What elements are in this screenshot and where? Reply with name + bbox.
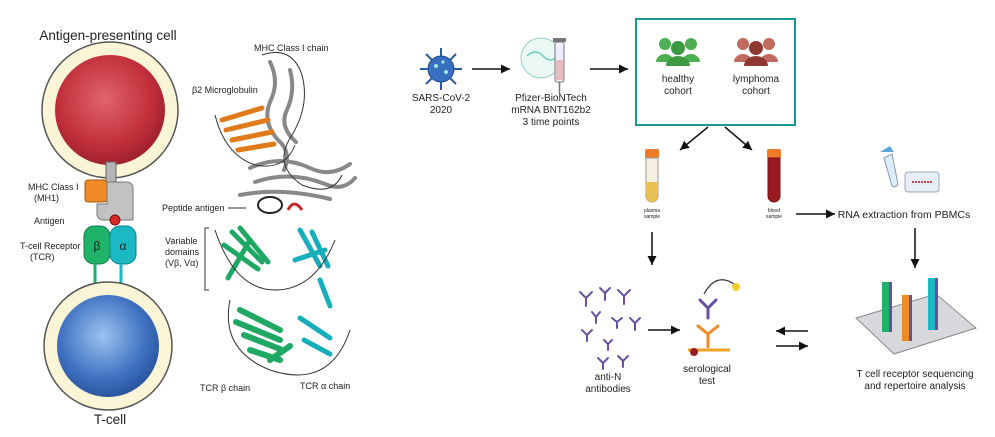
- mhc-label-2: (MH1): [34, 193, 59, 203]
- vaccine-label-3: 3 time points: [523, 117, 580, 128]
- variable-label-2: domains: [165, 247, 200, 257]
- apc-nucleus: [55, 55, 165, 165]
- vaccine-label-1: Pfizer-BioNTech: [515, 93, 587, 104]
- anti-n-label-1: anti-N: [595, 372, 622, 383]
- cohort-box: [635, 18, 796, 126]
- tcr-beta-variable-ribbon: [221, 225, 271, 281]
- b2m-loop: [214, 114, 296, 167]
- plasma-label-2: sample: [644, 214, 660, 220]
- healthy-label-1: healthy: [662, 74, 694, 85]
- serological-test-icon: [688, 279, 740, 356]
- mhc-b2m-domain: [84, 179, 108, 203]
- antigen-label: Antigen: [34, 216, 65, 226]
- tcr-alpha-chain-label: TCR α chain: [300, 381, 350, 391]
- tcr-seq-label-1: T cell receptor sequencing: [856, 369, 973, 380]
- healthy-group-icon: [656, 38, 700, 66]
- tcr-seq-label-2: and repertoire analysis: [864, 381, 965, 392]
- peptide-label: Peptide antigen: [162, 203, 225, 213]
- tcr-beta-constant-ribbon: [233, 307, 293, 363]
- b2m-label: β2 Microglobulin: [192, 85, 258, 95]
- sequencing-slide-icon: [855, 278, 978, 355]
- tcr-loop: [214, 229, 336, 291]
- apc-title: Antigen-presenting cell: [39, 28, 176, 43]
- plasma-label-1: plasma: [644, 208, 660, 214]
- mhc-chain-ribbon: [238, 60, 357, 201]
- lymphoma-label-1: lymphoma: [733, 74, 780, 85]
- arrow-to-blood: [724, 126, 753, 151]
- tcr-alpha-variable-ribbon: [292, 227, 333, 309]
- lymphoma-group-icon: [734, 38, 778, 66]
- antigen-peptide: [109, 214, 121, 226]
- tcell-nucleus: [57, 295, 159, 397]
- peptide-red-segment: [286, 202, 304, 211]
- serological-label-2: test: [699, 376, 715, 387]
- tcr-label-2: (TCR): [30, 252, 55, 262]
- blood-tube-icon: [767, 149, 781, 203]
- lymphoma-label-2: cohort: [742, 86, 770, 97]
- serological-label-1: serological: [683, 364, 731, 375]
- mhc-loop: [261, 52, 343, 190]
- apc-cell-diagram: Antigen-presenting cell β α T-cell MHC C…: [20, 28, 179, 427]
- antibody-cluster-icon: [579, 287, 641, 370]
- protein-structure: MHC Class I chain β2 Microglobulin Pepti…: [162, 43, 357, 393]
- tcr-constant-loop: [227, 299, 351, 376]
- tcr-label-1: T-cell Receptor: [20, 241, 81, 251]
- peptide-coil: [257, 196, 283, 214]
- vaccine-label-2: mRNA BNT162b2: [511, 105, 591, 116]
- workflow: SARS-CoV-2 2020 Pfizer-BioNTech mRNA BNT…: [412, 18, 978, 395]
- mhc-label-1: MHC Class I: [28, 182, 79, 192]
- virus-icon: [420, 48, 462, 90]
- variable-label-3: (Vβ, Vα): [165, 258, 198, 268]
- eppendorf-tube-icon: [880, 146, 940, 193]
- healthy-label-2: cohort: [664, 86, 692, 97]
- anti-n-label-2: antibodies: [585, 384, 631, 395]
- mhc-heavy-chain: [96, 181, 134, 221]
- variable-domain-bracket: [204, 227, 209, 291]
- virus-label-1: SARS-CoV-2: [412, 93, 471, 104]
- mhc-chain-label: MHC Class I chain: [254, 43, 329, 53]
- tcell-title: T-cell: [94, 412, 126, 427]
- rna-label: RNA extraction from PBMCs: [838, 209, 970, 221]
- blood-label-2: sample: [766, 214, 782, 220]
- plasma-tube-icon: [645, 149, 659, 203]
- b2m-ribbon: [219, 105, 277, 153]
- blood-label-1: blood: [768, 208, 780, 214]
- alpha-symbol: α: [120, 239, 127, 253]
- tcr-alpha: [109, 225, 137, 265]
- arrow-to-plasma: [679, 126, 709, 151]
- tcr-alpha-constant-ribbon: [297, 315, 333, 357]
- variable-label-1: Variable: [165, 236, 197, 246]
- vaccine-syringe-icon: [520, 37, 566, 94]
- tcr-beta-chain-label: TCR β chain: [200, 383, 250, 393]
- virus-label-2: 2020: [430, 105, 453, 116]
- beta-symbol: β: [94, 239, 101, 253]
